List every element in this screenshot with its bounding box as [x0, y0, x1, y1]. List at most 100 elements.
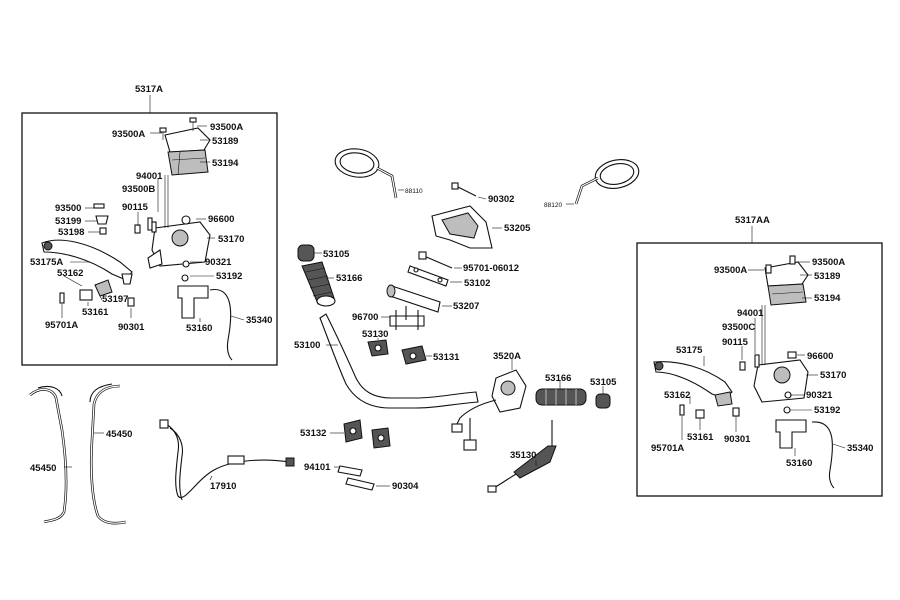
- label-left-53197: 53197: [102, 294, 128, 305]
- brake-light-switch: [177, 285, 233, 361]
- label-right-group: 5317AA: [735, 215, 770, 226]
- master-cylinder-reservoir-right: [764, 261, 809, 306]
- handlebar-cover: [431, 205, 502, 249]
- label-left-53194: 53194: [212, 158, 239, 169]
- label-53102: 53102: [464, 278, 490, 289]
- master-cylinder-body-right: [753, 305, 809, 403]
- label-left-96600: 96600: [208, 214, 234, 225]
- label-53166-a: 53166: [336, 273, 362, 284]
- label-right-93500a-b: 93500A: [812, 257, 845, 268]
- label-90302: 90302: [488, 194, 514, 205]
- label-left-53162: 53162: [57, 268, 83, 279]
- label-53130: 53130: [362, 329, 388, 340]
- label-88120: 88120: [544, 202, 562, 209]
- label-right-96600: 96600: [807, 351, 833, 362]
- label-88110: 88110: [405, 188, 423, 195]
- small-bolts-left: [59, 203, 191, 307]
- label-left-53199: 53199: [55, 216, 81, 227]
- right-assembly-group: 5317AA: [636, 215, 883, 497]
- label-right-53189: 53189: [814, 271, 840, 282]
- label-right-53175: 53175: [676, 345, 703, 356]
- label-3520a: 3520A: [493, 351, 521, 362]
- bracket-53102: [407, 265, 462, 287]
- label-left-95701a: 95701A: [45, 320, 78, 331]
- leaders-left: [61, 125, 245, 322]
- clamp-96700: [381, 306, 425, 330]
- label-left-93500a-b: 93500A: [210, 122, 243, 133]
- upper-holder-53130: [367, 338, 389, 357]
- label-53207: 53207: [453, 301, 479, 312]
- brake-light-switch-right: [775, 419, 835, 489]
- label-right-90301: 90301: [724, 434, 751, 445]
- label-right-53192: 53192: [814, 405, 840, 416]
- label-left-93500: 93500: [55, 203, 81, 214]
- label-left-53175a: 53175A: [30, 257, 63, 268]
- bolt-95701-06012: [418, 251, 462, 269]
- grip-left: [301, 261, 336, 307]
- brake-lever: [41, 239, 133, 297]
- throttle-cable-17910: [159, 419, 295, 501]
- label-right-53161: 53161: [687, 432, 714, 443]
- left-assembly-group: 5317A: [21, 84, 278, 366]
- bolts-94101-90304: [334, 465, 390, 491]
- label-left-90301: 90301: [118, 322, 145, 333]
- label-left-93500a-a: 93500A: [112, 129, 145, 140]
- label-right-53194: 53194: [814, 293, 841, 304]
- label-53105-a: 53105: [323, 249, 350, 260]
- switch-assembly-3520a: [451, 358, 527, 451]
- label-53131: 53131: [433, 352, 460, 363]
- mirror-right: [574, 159, 640, 205]
- label-53100: 53100: [294, 340, 320, 351]
- label-left-94001: 94001: [136, 171, 163, 182]
- label-right-95701a: 95701A: [651, 443, 684, 454]
- label-left-53192: 53192: [216, 271, 242, 282]
- label-right-53162: 53162: [664, 390, 690, 401]
- label-left-93500b: 93500B: [122, 184, 155, 195]
- label-90304: 90304: [392, 481, 419, 492]
- holder-53131: [401, 345, 432, 365]
- label-right-90115: 90115: [722, 337, 749, 348]
- label-right-53160: 53160: [786, 458, 812, 469]
- lower-holder-53132: [330, 419, 391, 449]
- label-left-35340: 35340: [246, 315, 272, 326]
- grip-right: [535, 380, 587, 406]
- label-right-53170: 53170: [820, 370, 846, 381]
- label-53205: 53205: [504, 223, 531, 234]
- mirror-left: [334, 148, 398, 199]
- label-left-53189: 53189: [212, 136, 238, 147]
- screw-90302: [451, 182, 487, 200]
- label-left-90321: 90321: [205, 257, 232, 268]
- label-53166-b: 53166: [545, 373, 571, 384]
- label-right-93500a-a: 93500A: [714, 265, 747, 276]
- label-right-93500c: 93500C: [722, 322, 755, 333]
- brake-lever-right: [653, 361, 733, 407]
- label-53105-b: 53105: [590, 377, 617, 388]
- cable-35130: [487, 420, 557, 493]
- label-45450-b: 45450: [30, 463, 56, 474]
- small-bolts-right: [679, 255, 797, 419]
- label-94101: 94101: [304, 462, 331, 473]
- leaders-right: [681, 261, 846, 456]
- bar-end-left: [297, 244, 322, 262]
- label-left-53160: 53160: [186, 323, 212, 334]
- label-right-90321: 90321: [806, 390, 833, 401]
- bar-end-right: [595, 386, 611, 409]
- handlebar-pad: [386, 284, 452, 313]
- label-left-90115: 90115: [122, 202, 149, 213]
- label-right-35340: 35340: [847, 443, 873, 454]
- label-45450-a: 45450: [106, 429, 132, 440]
- label-right-94001: 94001: [737, 308, 764, 319]
- label-95701-06012: 95701-06012: [463, 263, 519, 274]
- left-assembly-frame: [21, 112, 278, 366]
- handlebar-53100: [319, 313, 479, 409]
- master-cylinder-body: [147, 175, 211, 269]
- screw-93500a: [159, 117, 197, 140]
- label-53132: 53132: [300, 428, 326, 439]
- label-96700: 96700: [352, 312, 378, 323]
- label-left-53170: 53170: [218, 234, 244, 245]
- label-35130: 35130: [510, 450, 536, 461]
- cables-45450: [29, 383, 127, 525]
- label-left-group: 5317A: [135, 84, 163, 95]
